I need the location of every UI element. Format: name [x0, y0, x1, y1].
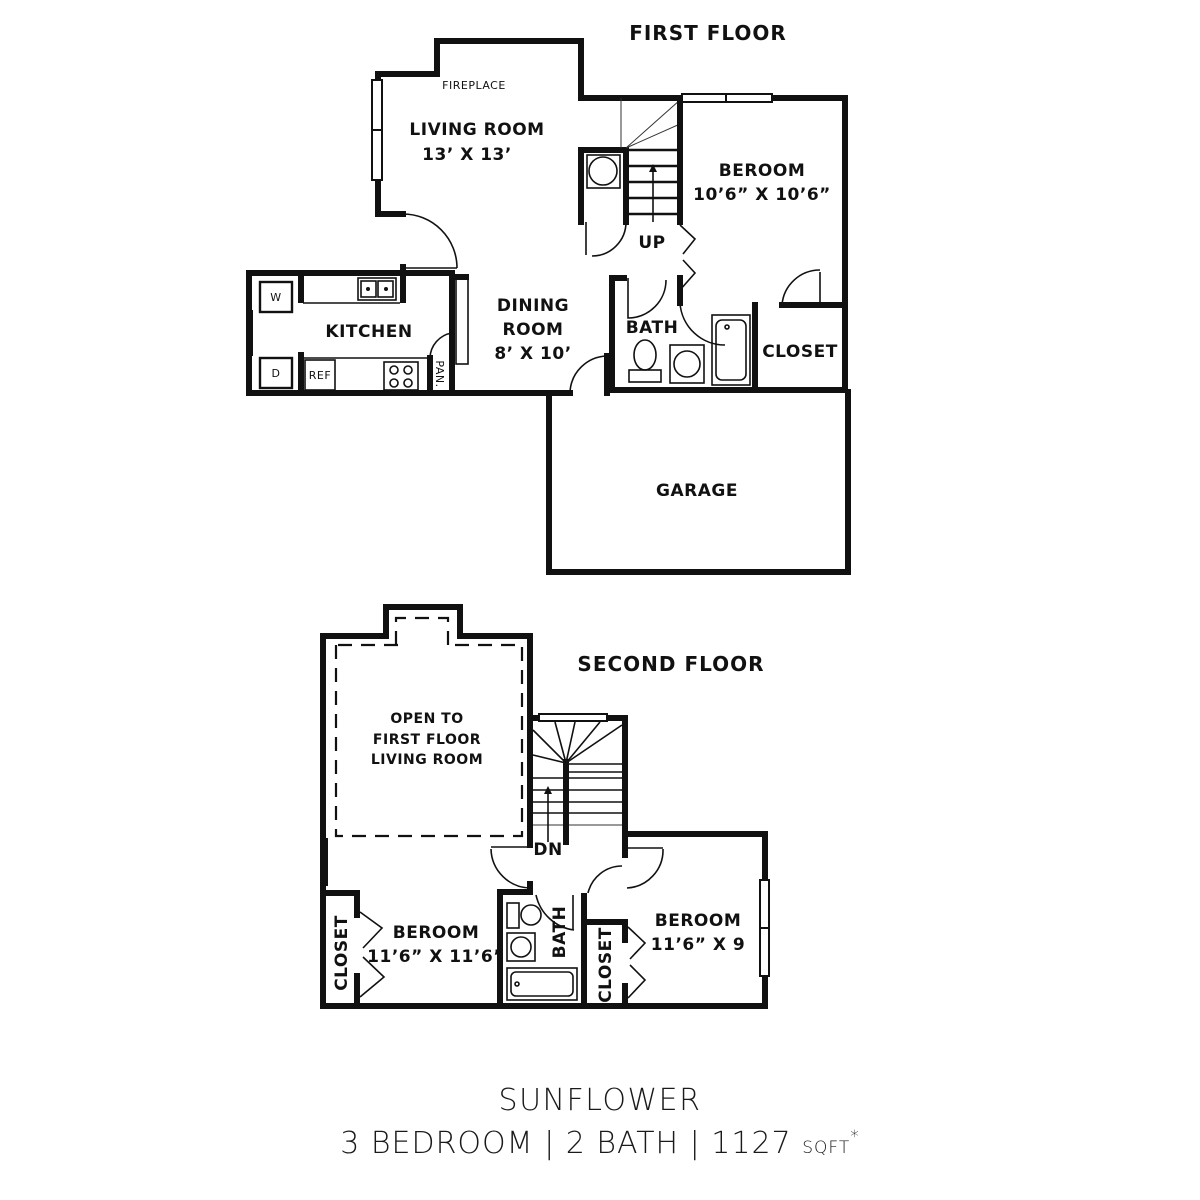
- window: [759, 879, 770, 929]
- open-to-below-outline: [334, 643, 524, 838]
- window-block: [320, 838, 328, 886]
- bedroom-label: BEROOM: [719, 161, 805, 181]
- garage-walls: [546, 389, 851, 575]
- bathtub-icon: [711, 314, 751, 386]
- bedroom-count: 3 BEDROOM: [340, 1126, 534, 1161]
- second-floor-heading: SECOND FLOOR: [577, 652, 764, 676]
- stairs-down-label: DN: [533, 840, 562, 860]
- living-room-north-wall: [375, 38, 683, 217]
- bath-label: BATH: [550, 906, 570, 959]
- closet-right-label: CLOSET: [596, 927, 616, 1003]
- window: [371, 79, 383, 131]
- bath-label: BATH: [626, 318, 679, 338]
- dining-size: 8’ X 10’: [494, 344, 571, 364]
- sqft-value: 1127: [711, 1126, 792, 1161]
- bathtub-icon: [506, 967, 578, 1001]
- bedroom-left-size: 11’6” X 11’6”: [367, 947, 505, 967]
- stairs-up-label: UP: [638, 233, 665, 253]
- stairs: [532, 721, 623, 826]
- utility-closet: [578, 147, 629, 225]
- first-floor-heading: FIRST FLOOR: [629, 21, 787, 45]
- window: [759, 927, 770, 977]
- dining-label-line2: ROOM: [503, 320, 564, 340]
- kitchen-label: KITCHEN: [325, 322, 412, 342]
- garage-label: GARAGE: [656, 481, 738, 501]
- sink-icon: [357, 277, 397, 301]
- second-floor-outer-wall: [320, 604, 533, 1009]
- toilet-icon: [633, 339, 657, 371]
- window: [371, 129, 383, 181]
- entry-door-swing: [569, 355, 608, 394]
- window: [725, 93, 773, 103]
- living-room-size: 13’ X 13’: [422, 145, 512, 165]
- closet-door-swing: [781, 269, 821, 306]
- toilet-icon: [520, 904, 542, 926]
- open-area-line2: FIRST FLOOR: [373, 732, 481, 748]
- water-heater-icon: [586, 154, 621, 189]
- window: [538, 713, 608, 722]
- pantry-label: PAN.: [433, 360, 446, 387]
- bifold-door: [627, 926, 647, 999]
- kitchen-window-block: [246, 310, 253, 356]
- partition: [455, 277, 469, 365]
- closet-label: CLOSET: [762, 342, 838, 362]
- bedroom-left-label: BEROOM: [393, 923, 479, 943]
- closet-left-label: CLOSET: [332, 915, 352, 991]
- sqft-unit: SQFT: [802, 1138, 851, 1158]
- sink-icon: [506, 932, 536, 962]
- dryer-label: D: [272, 367, 281, 380]
- dining-label-line1: DINING: [497, 296, 569, 316]
- bedroom-size: 10’6” X 10’6”: [693, 185, 831, 205]
- second-floor-plan: SECOND FLOOR OPEN TO FIRST FLOOR LIVING …: [320, 604, 770, 1009]
- stove-icon: [383, 361, 419, 391]
- sqft-footnote-mark: *: [850, 1127, 860, 1147]
- bifold-door: [679, 224, 697, 291]
- washer-label: W: [270, 291, 281, 304]
- living-room-label: LIVING ROOM: [409, 120, 544, 140]
- dryer-icon: [258, 356, 294, 390]
- bedroom-right-size: 11’6” X 9: [651, 935, 745, 955]
- separator: |: [544, 1126, 556, 1161]
- bath-door-swing: [627, 278, 667, 319]
- plan-name: SUNFLOWER: [498, 1083, 702, 1118]
- open-area-line3: LIVING ROOM: [371, 752, 483, 768]
- open-area-line1: OPEN TO: [390, 711, 463, 727]
- bedroom-right-label: BEROOM: [655, 911, 741, 931]
- window: [681, 93, 727, 103]
- refrigerator-icon: [304, 359, 336, 391]
- bath-count: 2 BATH: [565, 1126, 680, 1161]
- plan-summary: 3 BEDROOM | 2 BATH | 1127 SQFT*: [0, 1126, 1200, 1161]
- separator: |: [689, 1126, 701, 1161]
- bifold-door: [359, 911, 386, 998]
- first-floor-plan: FIRST FLOOR W D REF: [246, 21, 851, 575]
- washer-dryer-icon: [669, 344, 705, 384]
- fireplace-label: FIREPLACE: [442, 79, 506, 92]
- door-swing: [402, 213, 458, 269]
- washer-icon: [258, 280, 294, 314]
- refrigerator-label: REF: [309, 369, 331, 382]
